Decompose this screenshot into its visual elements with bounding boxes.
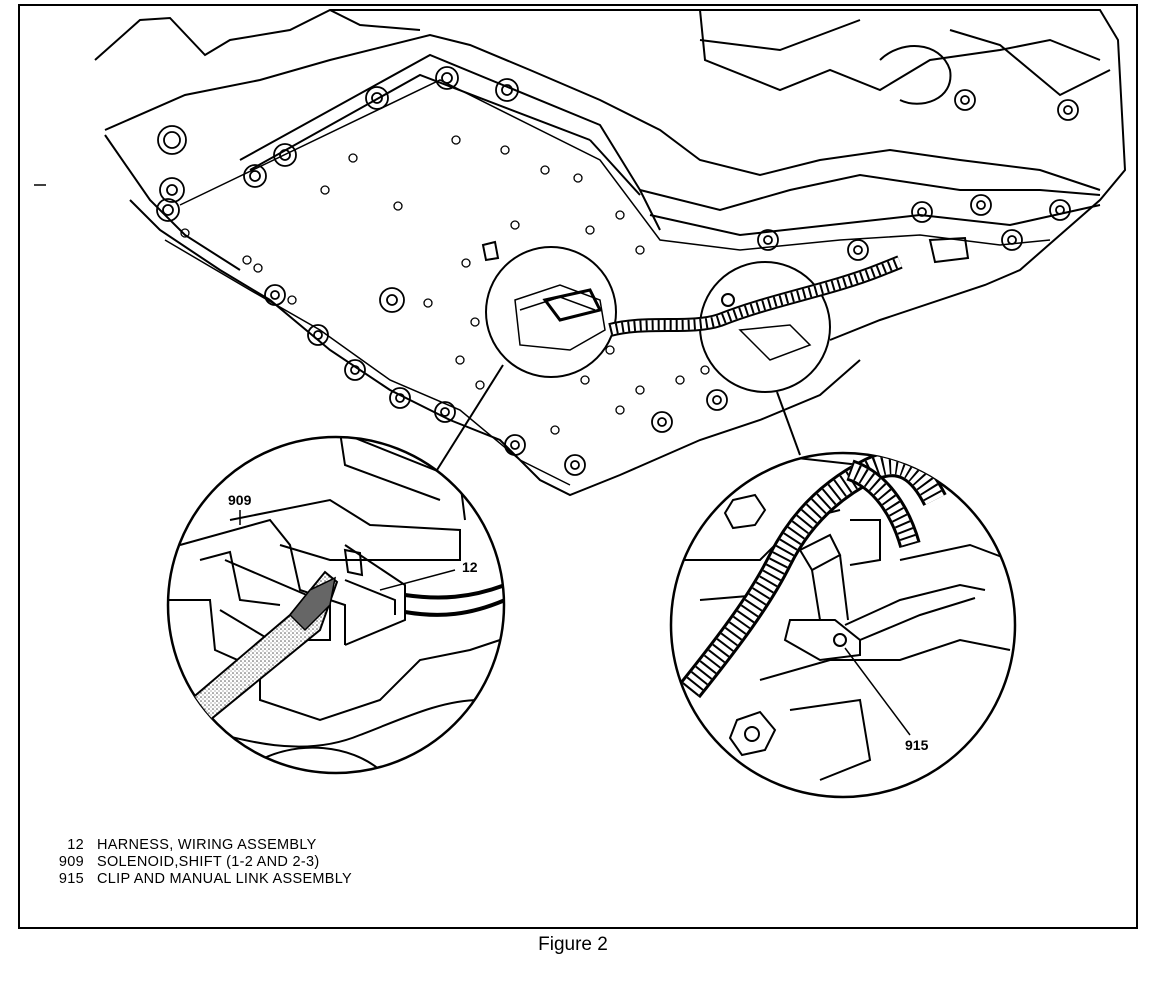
callout-harness: 12	[462, 559, 478, 575]
clip-detail-view	[239, 451, 1017, 799]
legend-description-1: HARNESS, WIRING ASSEMBLY	[97, 837, 317, 853]
legend: 12 HARNESS, WIRING ASSEMBLY 909 SOLENOID…	[59, 837, 352, 887]
legend-description-2: SOLENOID,SHIFT (1-2 AND 2-3)	[97, 854, 319, 870]
detail-locator-circles	[485, 246, 903, 393]
wiring-harness-icon	[679, 453, 947, 699]
detail-leader-lines	[436, 364, 801, 471]
legend-number-3: 915	[59, 871, 84, 887]
figure-caption: Figure 2	[538, 934, 608, 955]
bolt-icon	[156, 66, 1079, 476]
legend-number-1: 12	[67, 837, 84, 853]
plate-holes	[180, 135, 710, 435]
legend-description-3: CLIP AND MANUAL LINK ASSEMBLY	[97, 871, 352, 887]
legend-number-2: 909	[59, 854, 84, 870]
callout-solenoid: 909	[228, 492, 252, 508]
callout-clip: 915	[905, 737, 929, 753]
valve-body-assembly	[94, 9, 1127, 497]
figure-border	[18, 4, 1138, 929]
callout-leader-clip	[844, 647, 911, 736]
screwdriver-icon	[188, 570, 339, 722]
solenoid-detail-view	[166, 435, 506, 775]
callout-leader-harness	[379, 569, 456, 591]
